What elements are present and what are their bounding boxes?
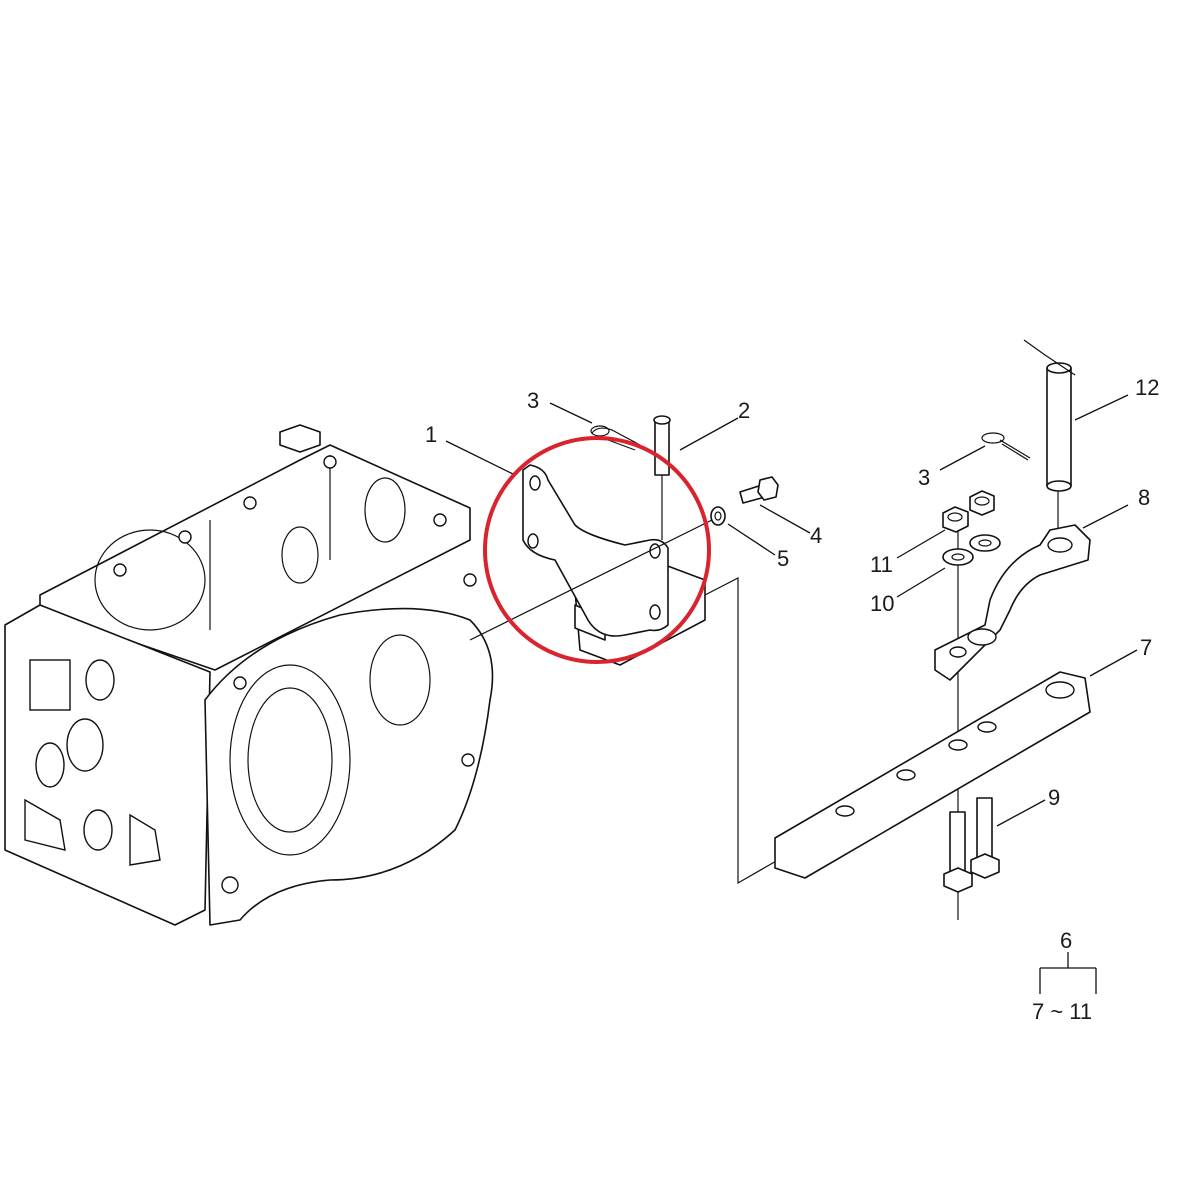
callout-3a: 3: [527, 388, 539, 413]
callout-1: 1: [425, 422, 437, 447]
snap-pin-part-3b[interactable]: [981, 432, 1031, 461]
drawbar-part-7[interactable]: [774, 671, 1091, 879]
leader-lines: [445, 394, 1138, 827]
callout-10: 10: [870, 591, 894, 616]
callout-8: 8: [1138, 485, 1150, 510]
callout-12: 12: [1135, 375, 1159, 400]
group-parent-label: 6: [1060, 928, 1072, 953]
callout-labels: 1 2 3 4 5 3 12 8 11 10 7 9: [425, 375, 1159, 810]
transmission-housing: [4, 424, 494, 926]
drawbar-clevis-part-8[interactable]: [934, 524, 1091, 681]
callout-5: 5: [777, 546, 789, 571]
nut-part-11[interactable]: [942, 490, 995, 533]
callout-11: 11: [870, 552, 893, 577]
callout-4: 4: [810, 523, 822, 548]
bolt-part-4[interactable]: [739, 476, 779, 504]
callout-2: 2: [738, 398, 750, 423]
group-children-label: 7 ~ 11: [1032, 999, 1092, 1024]
hitch-pin-part-12[interactable]: [1023, 339, 1076, 492]
callout-9: 9: [1048, 785, 1060, 810]
callout-3b: 3: [918, 465, 930, 490]
bracket-part-1[interactable]: [522, 464, 706, 666]
bolt-part-9[interactable]: [943, 797, 1000, 893]
highlight-circle: [483, 436, 711, 664]
callout-7: 7: [1140, 635, 1152, 660]
washer-part-10[interactable]: [942, 534, 1001, 566]
washer-part-5[interactable]: [710, 506, 726, 526]
assembly-group-indicator: 6 7 ~ 11: [1032, 928, 1097, 1024]
pin-part-2[interactable]: [653, 415, 671, 540]
